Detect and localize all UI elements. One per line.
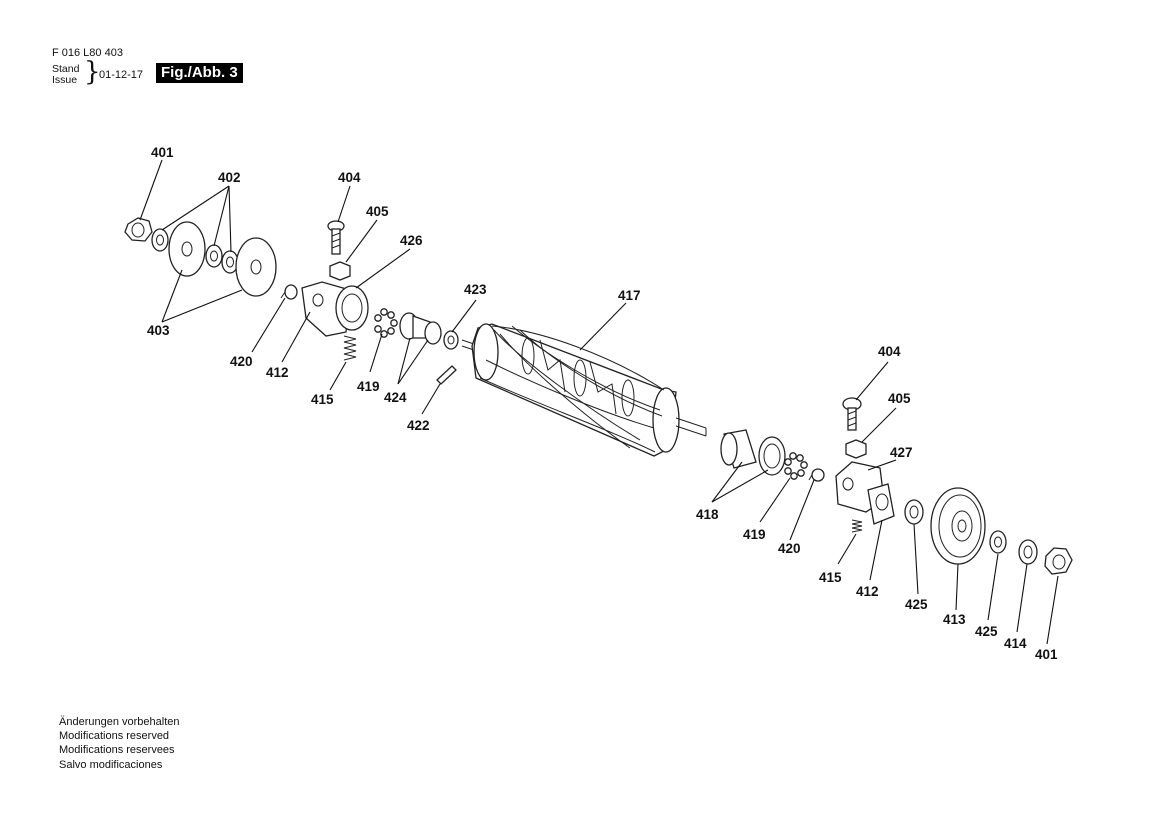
label-412-left: 412 (266, 365, 289, 380)
label-419-left: 419 (357, 379, 380, 394)
label-401-right: 401 (1035, 647, 1058, 662)
part-404-bolt-left (327, 220, 345, 255)
note-es: Salvo modificaciones (59, 758, 163, 771)
label-422: 422 (407, 418, 430, 433)
label-414: 414 (1004, 636, 1027, 651)
footer-notes: Änderungen vorbehalten Modifications res… (59, 715, 179, 772)
part-405-nut-right (845, 439, 867, 459)
part-425-washer-b (989, 530, 1007, 554)
issue-date: 01-12-17 (99, 69, 144, 81)
label-404-right: 404 (878, 344, 901, 359)
label-402: 402 (218, 170, 241, 185)
part-412-plate-right (867, 483, 895, 525)
label-401-left: 401 (151, 145, 174, 160)
label-412-right: 412 (856, 584, 879, 599)
part-414-washer (1018, 539, 1038, 565)
part-422-key (436, 365, 457, 385)
label-420-right: 420 (778, 541, 801, 556)
label-425-b: 425 (975, 624, 998, 639)
label-415-left: 415 (311, 392, 334, 407)
stand-issue-label: Stand Issue (52, 64, 79, 86)
label-418: 418 (696, 507, 719, 522)
part-420-pin-right (808, 468, 825, 482)
label-403: 403 (147, 323, 170, 338)
part-415-spring-left (343, 335, 357, 361)
label-427: 427 (890, 445, 913, 460)
label-425-a: 425 (905, 597, 928, 612)
label-415-right: 415 (819, 570, 842, 585)
stand-label: Stand (52, 63, 80, 75)
note-en: Modifications reserved (59, 730, 170, 743)
part-419-ball-ring-right (784, 452, 808, 480)
part-413-pulley (930, 487, 986, 565)
part-423-washer (443, 330, 459, 350)
label-424: 424 (384, 390, 407, 405)
part-418-bushing (720, 429, 786, 476)
part-417-cutting-reel (461, 323, 707, 457)
label-405-left: 405 (366, 204, 389, 219)
label-426: 426 (400, 233, 423, 248)
part-424-bearing-cone (399, 312, 442, 345)
note-fr: Modifications reservees (59, 744, 175, 757)
label-420-left: 420 (230, 354, 253, 369)
leader-lines (139, 159, 1059, 645)
part-labels: 401 402 403 404 405 426 420 412 415 419 … (147, 145, 1058, 662)
label-413: 413 (943, 612, 966, 627)
part-415-spring-right (851, 519, 863, 533)
note-de: Änderungen vorbehalten (59, 716, 180, 728)
document-number: F 016 L80 403 (52, 47, 123, 59)
figure-label: Fig./Abb. 3 (156, 63, 243, 83)
label-404-left: 404 (338, 170, 361, 185)
part-404-bolt-right (842, 397, 862, 431)
part-403-discs (168, 221, 277, 297)
part-419-ball-ring-left (374, 308, 398, 338)
issue-label: Issue (52, 74, 78, 86)
part-402-washers (151, 228, 239, 274)
label-417: 417 (618, 288, 641, 303)
part-425-washer-a (904, 499, 924, 525)
label-405-right: 405 (888, 391, 911, 406)
brace-symbol: } (84, 57, 101, 87)
part-401-nut-left (124, 217, 153, 242)
part-405-nut-left (329, 261, 351, 281)
part-401-nut-right (1044, 547, 1073, 575)
part-412-426-bearing-housing-left (301, 281, 369, 337)
label-423: 423 (464, 282, 487, 297)
part-420-pin-left (280, 284, 298, 300)
label-419-right: 419 (743, 527, 766, 542)
